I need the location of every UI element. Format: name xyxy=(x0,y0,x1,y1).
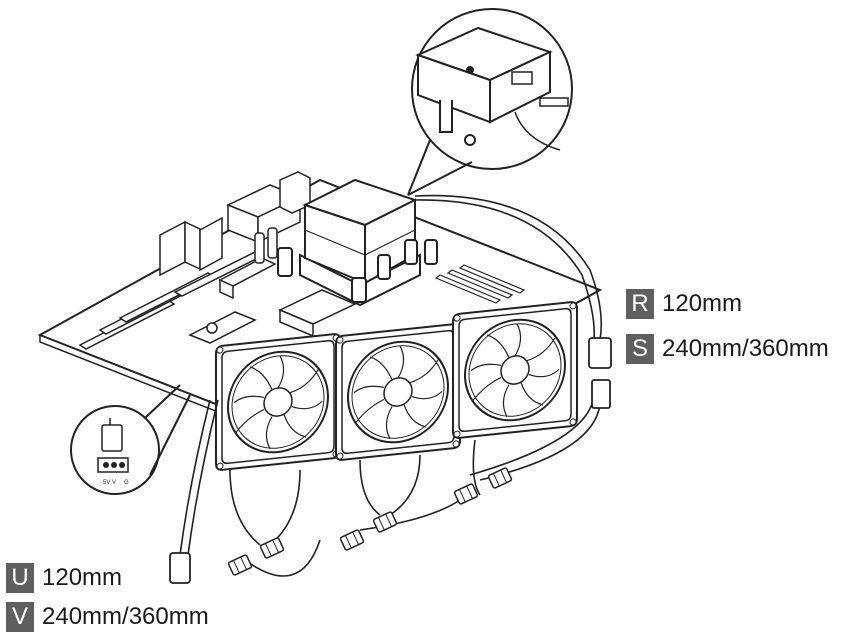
label-u-text: 120mm xyxy=(42,564,123,591)
label-v-text: 240mm/360mm xyxy=(42,603,209,630)
fan-3 xyxy=(451,300,579,440)
motherboard xyxy=(37,171,603,454)
label-r-badge: R xyxy=(626,289,654,319)
label-v: V 240mm/360mm xyxy=(6,602,209,632)
connector-r-s xyxy=(588,337,612,409)
pump-detail-callout xyxy=(407,8,573,196)
header-detail-callout: 5V V G xyxy=(70,384,191,495)
pin-label-g: G xyxy=(124,480,129,486)
label-v-badge: V xyxy=(6,602,34,632)
label-s-text: 240mm/360mm xyxy=(662,335,829,362)
label-r: R 120mm xyxy=(626,289,742,319)
label-u-badge: U xyxy=(6,563,34,593)
inline-connectors xyxy=(227,466,513,577)
label-u: U 120mm xyxy=(6,563,122,593)
pin-label-5v: 5V xyxy=(103,480,110,486)
fan-1 xyxy=(214,332,342,472)
pump-head xyxy=(277,178,438,307)
label-r-text: 120mm xyxy=(662,290,743,317)
fan-2 xyxy=(334,322,462,462)
pin-label-v: V xyxy=(112,480,116,486)
label-s-badge: S xyxy=(626,334,654,364)
connector-u-v xyxy=(169,552,191,584)
label-s: S 240mm/360mm xyxy=(626,334,829,364)
